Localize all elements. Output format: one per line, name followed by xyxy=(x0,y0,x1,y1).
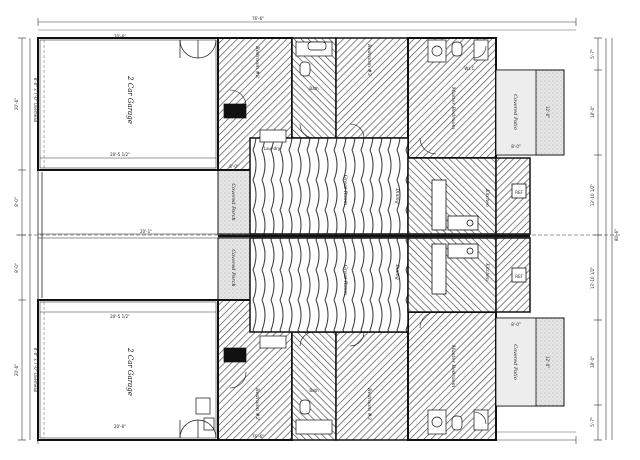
garage-bottom xyxy=(37,299,219,441)
label-bedroom-3-top: Bedroom #3 xyxy=(366,43,372,76)
dim-garage-top-width: 20'-6" xyxy=(114,34,126,39)
dim-right-5: 18'-0" xyxy=(590,356,595,368)
label-bath-top: Bath xyxy=(309,86,319,91)
note-door-bottom: 8'-0" x 7'-0" Overhead xyxy=(33,348,38,393)
interior-doors xyxy=(229,45,487,425)
label-master-top: Master Bedroom xyxy=(450,86,456,130)
dim-garage-bottom-inner: 20'-5 1/2" xyxy=(110,314,130,319)
label-porch-top: Covered Porch xyxy=(230,183,236,220)
label-laundry: Laundry xyxy=(264,146,281,151)
label-porch-bottom: Covered Porch xyxy=(230,249,236,286)
bath-fixtures-top xyxy=(223,39,489,143)
label-master-bottom: Master Bedroom xyxy=(450,344,456,388)
dim-porch-top: 8'-0" xyxy=(229,164,239,169)
dim-left-1: 20'-6" xyxy=(14,98,19,110)
dim-patio-top-w: 8'-0" xyxy=(511,144,521,149)
label-bedroom-3-bottom: Bedroom #3 xyxy=(366,387,372,420)
dim-top-overall: 76'-6" xyxy=(252,16,264,21)
dim-right-1: 5'-7" xyxy=(590,49,595,59)
label-ref-top: REF xyxy=(515,190,523,195)
room-labels: 2 Car Garage 2 Car Garage Covered Porch … xyxy=(126,43,524,420)
dim-bottom-overall: 76'-6" xyxy=(252,434,264,439)
dim-right-mid: 80'-6" xyxy=(614,229,619,241)
dim-right-6: 5'-7" xyxy=(590,417,595,427)
dim-garage-bottom-width: 20'-6" xyxy=(114,424,126,429)
dim-right-2: 18'-0" xyxy=(590,106,595,118)
label-great-bottom: Great Room xyxy=(342,265,348,296)
bath-fixtures-bottom xyxy=(223,335,489,435)
dim-patio-bottom-d: 12'-0" xyxy=(545,356,550,368)
label-patio-top: Covered Patio xyxy=(512,94,518,130)
label-ref-bottom: REF xyxy=(515,274,523,279)
dim-garage-top-inner: 20'-5 1/2" xyxy=(110,152,130,157)
label-great-top: Great Room xyxy=(342,175,348,206)
label-bedroom-2-bottom: Bedroom #2 xyxy=(254,387,260,420)
label-bath-bottom: Bath xyxy=(309,388,319,393)
dim-right-3: 13'-10 1/2" xyxy=(590,184,595,206)
unit-top xyxy=(217,37,531,235)
dim-center-line: 20'-1" xyxy=(140,229,152,234)
dim-left-4: 20'-6" xyxy=(14,364,19,376)
dim-left-2: 8'-0" xyxy=(14,197,19,207)
label-kitchen-top: Kitchen xyxy=(484,188,490,207)
label-dining-top: Dining xyxy=(394,187,400,203)
dim-patio-bottom-w: 8'-0" xyxy=(511,322,521,327)
patio-bottom xyxy=(495,317,565,407)
driveway-gap xyxy=(37,170,218,300)
dim-right-4: 13'-10 1/2" xyxy=(590,267,595,289)
label-dining-bottom: Dining xyxy=(394,263,400,279)
note-door-top: 8'-0" x 7'-0" Overhead xyxy=(33,78,38,123)
label-garage-top: 2 Car Garage xyxy=(126,75,134,124)
dimension-labels: 76'-6" 76'-6" 20'-1" 20'-6" 20'-5 1/2" 2… xyxy=(14,16,619,439)
label-bedroom-2-top: Bedroom #2 xyxy=(254,45,260,78)
patio-top xyxy=(495,69,565,156)
dim-left-3: 8'-0" xyxy=(14,263,19,273)
label-kitchen-bottom: Kitchen xyxy=(484,262,490,281)
dim-patio-top-d: 12'-0" xyxy=(545,106,550,118)
garage-entry-doors xyxy=(179,39,217,439)
label-garage-bottom: 2 Car Garage xyxy=(126,347,134,396)
label-patio-bottom: Covered Patio xyxy=(512,344,518,380)
porch-bottom xyxy=(217,237,251,301)
kitchen-counters xyxy=(431,179,527,295)
label-wic: W.I.C. xyxy=(464,66,475,71)
